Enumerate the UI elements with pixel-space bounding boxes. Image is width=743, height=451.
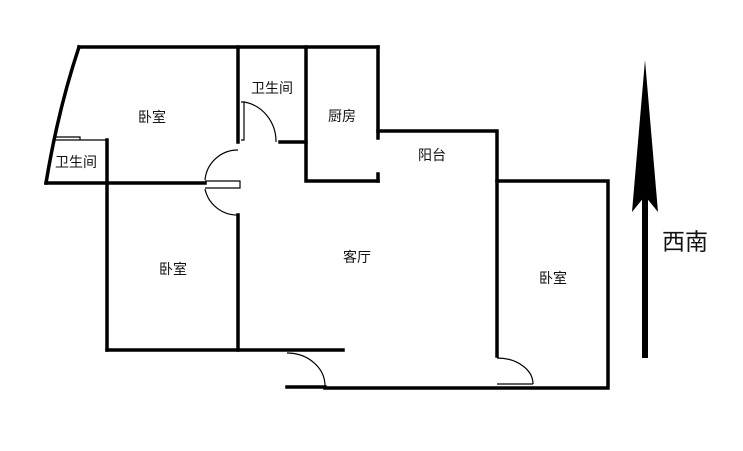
label-bathroom-center: 卫生间 (251, 81, 293, 97)
room-labels: 卧室 卫生间 厨房 卫生间 阳台 客厅 卧室 卧室 (55, 81, 567, 287)
label-bedroom-top-left: 卧室 (138, 109, 166, 126)
label-bedroom-right: 卧室 (539, 270, 567, 287)
doors (204, 101, 534, 389)
label-bathroom-left: 卫生间 (55, 155, 97, 171)
orientation-label: 西南 (662, 230, 708, 256)
north-arrow-icon (632, 60, 658, 358)
walls (43, 44, 610, 390)
label-kitchen: 厨房 (328, 109, 356, 125)
label-bedroom-left: 卧室 (159, 261, 187, 278)
label-balcony: 阳台 (418, 148, 446, 164)
label-living-room: 客厅 (343, 249, 371, 266)
